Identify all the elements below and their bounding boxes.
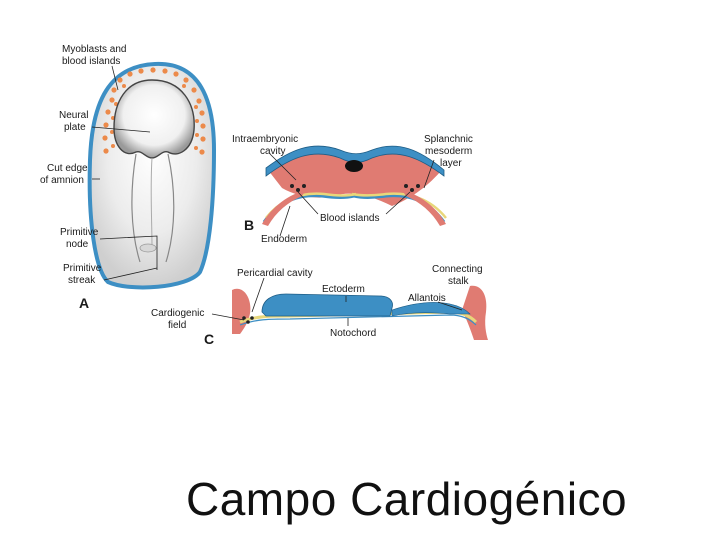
slide-title: Campo Cardiogénico (186, 473, 628, 525)
leader-allantois (437, 301, 463, 311)
label-pericardial: Pericardial cavity (237, 268, 313, 279)
leader-neural-plate (91, 126, 151, 133)
panel-letter-b: B (244, 217, 254, 233)
panel-letter-a: A (79, 295, 89, 311)
panel-c: Pericardial cavity Ectoderm Connecting s… (151, 264, 488, 347)
panel-a: Myoblasts and blood islands Neural plate… (40, 44, 217, 311)
panel-letter-c: C (204, 331, 214, 347)
label-primitive-streak: Primitive streak (63, 263, 104, 286)
blood-islands-c (242, 316, 254, 324)
leader-blood-islands-left (297, 191, 319, 215)
endoderm-yellow-right (351, 192, 447, 219)
label-blood-islands: Blood islands (320, 213, 379, 224)
neural-groove (150, 157, 153, 249)
notochord-b (345, 160, 363, 172)
neural-folds (131, 153, 175, 263)
leader-pericardial (251, 277, 265, 313)
label-neural-plate: Neural plate (59, 110, 91, 133)
cardiogenic-crescent (102, 67, 206, 155)
label-intraembryonic: Intraembryonic cavity (232, 134, 301, 157)
leader-primitive-node (99, 235, 158, 270)
ectoderm-c (261, 293, 393, 317)
leader-blood-islands-right (385, 191, 411, 215)
primitive-node (139, 243, 157, 253)
label-cut-edge: Cut edge of amnion (40, 163, 90, 186)
leader-myoblasts (111, 65, 119, 91)
endoderm-c-outline (239, 314, 477, 326)
mesoderm-tail-left (262, 190, 306, 226)
label-endoderm: Endoderm (261, 234, 307, 245)
label-ectoderm: Ectoderm (322, 284, 365, 295)
leader-endoderm (279, 205, 291, 237)
label-splanchnic: Splanchnic mesoderm layer (424, 134, 476, 169)
label-cardiogenic: Cardiogenic field (151, 308, 207, 331)
label-primitive-node: Primitive node (60, 227, 101, 250)
panel-b: Intraembryonic cavity Splanchnic mesoder… (232, 134, 476, 245)
leader-splanchnic (423, 159, 435, 189)
label-allantois: Allantois (408, 293, 446, 304)
label-myoblasts: Myoblasts and blood islands (62, 44, 129, 67)
label-notochord: Notochord (330, 328, 376, 339)
label-connecting: Connecting stalk (432, 264, 485, 287)
connecting-stalk (462, 285, 488, 340)
cardiogenic-mesoderm-left (232, 288, 251, 334)
blood-islands-b (290, 184, 420, 192)
mesoderm-tail-right (402, 190, 446, 226)
leader-intraembryonic (269, 153, 297, 181)
leader-cardiogenic (211, 313, 245, 321)
leader-primitive-streak (103, 267, 158, 281)
neural-plate (113, 79, 195, 159)
